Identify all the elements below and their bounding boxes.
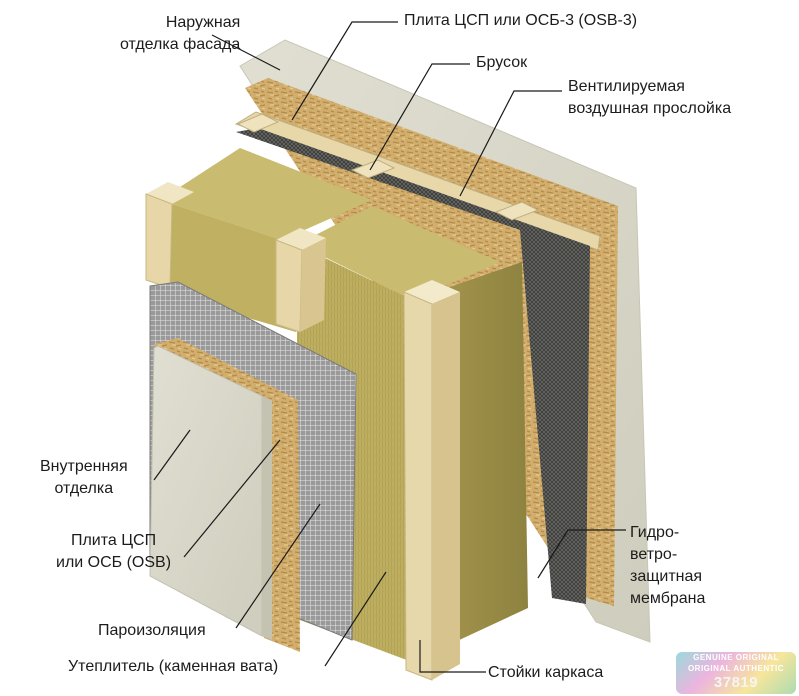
- watermark-stamp: GENUINE ORIGINAL ORIGINAL AUTHENTIC 3781…: [676, 652, 796, 694]
- batten-piece-1: [236, 113, 280, 133]
- label-exterior-finish: Наружная отделка фасада: [120, 14, 241, 53]
- frame-stud-2-front: [275, 239, 303, 333]
- frame-stud-3-side: [432, 292, 460, 680]
- label-wind-membrane: Гидро- ветро- защитная мембрана: [630, 524, 706, 607]
- frame-stud-3-front: [403, 291, 433, 681]
- leader-lines: [153, 21, 626, 673]
- label-frame-studs: Стойки каркаса: [488, 664, 604, 681]
- batten-piece-3: [494, 201, 540, 221]
- interior-finish-edge: [262, 396, 272, 640]
- insulation-top-2: [298, 206, 500, 300]
- batten-piece-2: [350, 159, 396, 179]
- label-batten: Брусок: [476, 54, 528, 71]
- label-interior-finish: Внутренняя отделка: [40, 458, 128, 497]
- frame-stud-2-side: [300, 238, 326, 332]
- wind-membrane-layer: [236, 128, 590, 604]
- label-vapor-barrier: Пароизоляция: [98, 622, 206, 639]
- frame-stud-1-front: [145, 193, 173, 289]
- label-csp-osb3-board: Плита ЦСП или ОСБ-3 (OSB-3): [404, 12, 638, 29]
- label-ventilated-gap: Вентилируемая воздушная прослойка: [568, 78, 732, 117]
- label-csp-osb-board: Плита ЦСП или ОСБ (OSB): [56, 532, 172, 571]
- interior-finish-layer: [149, 345, 263, 637]
- label-insulation: Утеплитель (каменная вата): [68, 658, 279, 675]
- insulation-top-1: [160, 148, 372, 240]
